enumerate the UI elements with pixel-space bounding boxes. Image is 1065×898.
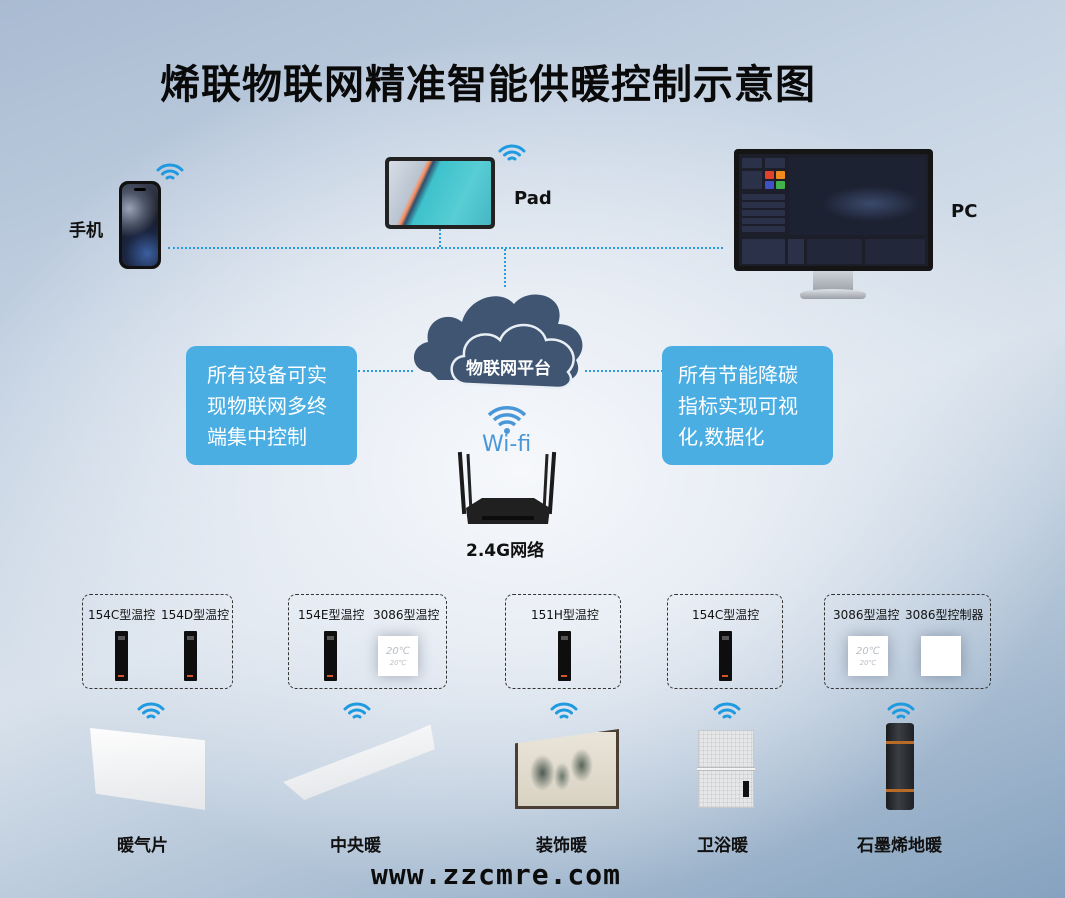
tablet-icon xyxy=(385,157,495,229)
graphene-floor-heating-icon xyxy=(886,723,914,810)
controller-square-icon xyxy=(921,636,961,676)
terminal-connection-line xyxy=(168,247,723,249)
floor-heating-wifi-icon xyxy=(887,702,915,719)
bathroom-heater-wifi-icon xyxy=(713,702,741,719)
left-info-line-3: 端集中控制 xyxy=(207,425,307,449)
monitor-base xyxy=(800,289,866,299)
controller-label: 151H型温控 xyxy=(531,608,599,622)
pc-monitor-icon xyxy=(734,149,933,271)
right-info-box: 所有节能降碳 指标实现可视 化,数据化 xyxy=(662,346,833,465)
appliance-label-floor-heating: 石墨烯地暖 xyxy=(857,836,942,856)
controller-label: 154D型温控 xyxy=(161,608,230,622)
central-heater-icon xyxy=(283,724,435,800)
phone-icon xyxy=(119,181,161,269)
controller-label: 3086型温控 xyxy=(373,608,440,622)
diagram-title: 烯联物联网精准智能供暖控制示意图 xyxy=(160,62,816,108)
controller-label: 3086型温控 xyxy=(833,608,900,622)
right-info-line-3: 化,数据化 xyxy=(678,425,765,449)
controller-group-2 xyxy=(288,594,447,689)
appliance-label-decorative: 装饰暖 xyxy=(536,836,587,856)
appliance-label-radiator: 暖气片 xyxy=(117,836,168,856)
cloud-icon xyxy=(413,294,583,390)
controller-group-3 xyxy=(505,594,621,689)
controller-label: 154C型温控 xyxy=(692,608,760,622)
thermostat-temp-sub: 20℃ xyxy=(389,659,407,667)
tablet-wifi-icon xyxy=(498,144,526,161)
controller-label: 154E型温控 xyxy=(298,608,365,622)
thermostat-square-icon: 20℃ 20℃ xyxy=(848,636,888,676)
right-info-line xyxy=(585,370,663,372)
decorative-heater-icon xyxy=(515,729,619,809)
left-info-box: 所有设备可实 现物联网多终 端集中控制 xyxy=(186,346,357,465)
cloud-platform-label: 物联网平台 xyxy=(466,359,551,379)
controller-label: 3086型控制器 xyxy=(905,608,984,622)
monitor-stand xyxy=(813,271,853,291)
thermostat-temp-sub: 20℃ xyxy=(859,659,877,667)
website-url: www.zzcmre.com xyxy=(371,858,622,891)
cloud-uplink-line xyxy=(504,249,506,287)
controller-group-4 xyxy=(667,594,783,689)
appliance-label-central: 中央暖 xyxy=(330,836,381,856)
thermostat-temp: 20℃ xyxy=(386,646,410,657)
pad-connection-line xyxy=(439,229,441,247)
decorative-heater-wifi-icon xyxy=(550,702,578,719)
phone-label: 手机 xyxy=(69,221,103,241)
left-info-line-2: 现物联网多终 xyxy=(207,394,327,418)
wifi-signal-icon xyxy=(487,406,527,434)
radiator-icon xyxy=(90,728,205,810)
thermostat-bar-icon xyxy=(324,631,337,681)
radiator-wifi-icon xyxy=(137,702,165,719)
tablet-label: Pad xyxy=(514,188,552,209)
thermostat-temp: 20℃ xyxy=(856,646,880,657)
controller-group-1 xyxy=(82,594,233,689)
thermostat-square-icon: 20℃ 20℃ xyxy=(378,636,418,676)
bathroom-heater-icon xyxy=(697,730,755,808)
dashboard-screen xyxy=(739,154,928,266)
appliance-label-bathroom: 卫浴暖 xyxy=(697,836,748,856)
thermostat-bar-icon xyxy=(115,631,128,681)
right-info-line-2: 指标实现可视 xyxy=(678,394,798,418)
right-info-line-1: 所有节能降碳 xyxy=(678,363,798,387)
pc-label: PC xyxy=(951,201,978,222)
phone-wifi-icon xyxy=(156,163,184,180)
router-icon xyxy=(457,451,557,524)
central-heater-wifi-icon xyxy=(343,702,371,719)
network-label: 2.4G网络 xyxy=(466,541,545,561)
wifi-label: Wi-fi xyxy=(482,432,532,457)
controller-label: 154C型温控 xyxy=(88,608,156,622)
left-info-line xyxy=(358,370,413,372)
left-info-line-1: 所有设备可实 xyxy=(207,363,327,387)
controller-group-5 xyxy=(824,594,991,689)
thermostat-bar-icon xyxy=(184,631,197,681)
thermostat-bar-icon xyxy=(719,631,732,681)
thermostat-bar-icon xyxy=(558,631,571,681)
